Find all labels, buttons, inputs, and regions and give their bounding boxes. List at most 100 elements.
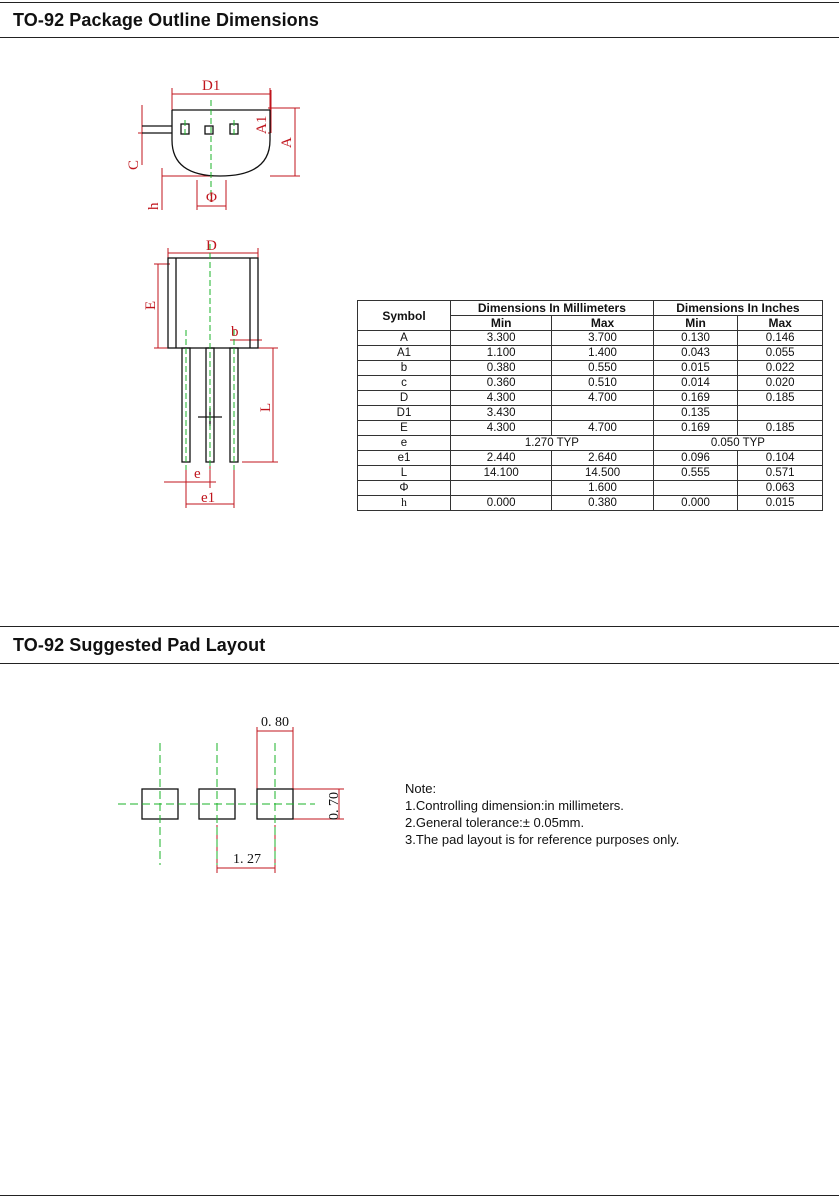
cell-in-max: 0.022 — [737, 360, 823, 376]
cell-symbol: Φ — [357, 480, 451, 496]
header-inch: Dimensions In Inches — [652, 300, 824, 316]
cell-in-max: 0.146 — [737, 330, 823, 346]
table-row: e1 2.440 2.640 0.096 0.104 — [357, 450, 823, 466]
label-l: L — [258, 403, 274, 412]
cell-in-max: 0.104 — [737, 450, 823, 466]
cell-symbol: e1 — [357, 450, 451, 466]
cell-in-max: 0.015 — [737, 495, 823, 511]
cell-in-min — [652, 480, 739, 496]
cell-mm-min: 14.100 — [449, 465, 553, 481]
cell-mm-min: 4.300 — [449, 420, 553, 436]
header-in-min: Min — [652, 315, 739, 331]
cell-mm-max: 0.510 — [551, 375, 654, 391]
label-d1: D1 — [202, 78, 220, 94]
cell-in-min: 0.130 — [652, 330, 739, 346]
cell-mm-max: 0.380 — [551, 495, 654, 511]
table-row: D1 3.430 0.135 — [357, 405, 823, 421]
header-in-max: Max — [737, 315, 823, 331]
cell-mm-min: 4.300 — [449, 390, 553, 406]
cell-mm-max: 3.700 — [551, 330, 654, 346]
cell-symbol: L — [357, 465, 451, 481]
note-item: 1.Controlling dimension:in millimeters. — [405, 798, 624, 813]
cell-mm-min: 0.380 — [449, 360, 553, 376]
cell-mm-max: 2.640 — [551, 450, 654, 466]
cell-in-min: 0.096 — [652, 450, 739, 466]
label-e1: e1 — [201, 490, 215, 506]
label-e-upper: E — [143, 301, 159, 310]
cell-mm-min: 3.300 — [449, 330, 553, 346]
label-phi: Φ — [206, 190, 217, 206]
cell-in-max: 0.020 — [737, 375, 823, 391]
cell-mm-min — [449, 480, 553, 496]
cell-in-max: 0.571 — [737, 465, 823, 481]
cell-in-max: 0.055 — [737, 345, 823, 361]
table-row: D 4.300 4.700 0.169 0.185 — [357, 390, 823, 406]
cell-in-min: 0.000 — [652, 495, 739, 511]
header-mm-max: Max — [551, 315, 654, 331]
pitch-label: 1. 27 — [233, 852, 261, 867]
top-rule-pad-layout — [0, 626, 839, 627]
cell-symbol: D1 — [357, 405, 451, 421]
cell-symbol: h — [357, 495, 451, 511]
table-row: e 1.270 TYP 0.050 TYP — [357, 435, 824, 451]
cell-mm-max: 0.550 — [551, 360, 654, 376]
dimensions-table: Symbol Dimensions In Millimeters Dimensi… — [357, 300, 824, 511]
cell-mm-max: 4.700 — [551, 390, 654, 406]
note-item: 3.The pad layout is for reference purpos… — [405, 832, 680, 847]
cell-in-min: 0.555 — [652, 465, 739, 481]
cell-mm-min: 0.000 — [449, 495, 553, 511]
label-b: b — [231, 324, 239, 340]
header-mm-min: Min — [449, 315, 553, 331]
table-row: b 0.380 0.550 0.015 0.022 — [357, 360, 823, 376]
table-row: Φ 1.600 0.063 — [357, 480, 823, 496]
table-header-row: Symbol Dimensions In Millimeters Dimensi… — [357, 300, 824, 331]
table-row: L 14.100 14.500 0.555 0.571 — [357, 465, 823, 481]
cell-mm-min: 2.440 — [449, 450, 553, 466]
cell-symbol: D — [357, 390, 451, 406]
notes-title: Note: — [405, 781, 437, 796]
cell-mm-min: 3.430 — [449, 405, 553, 421]
table-row: E 4.300 4.700 0.169 0.185 — [357, 420, 823, 436]
label-d: D — [206, 238, 217, 254]
header-symbol: Symbol — [357, 300, 451, 331]
pad-layout-drawing: 0. 80 1. 27 0. 70 — [118, 715, 344, 873]
cell-mm-max: 1.400 — [551, 345, 654, 361]
label-h: h — [146, 202, 162, 210]
header-rule-outline — [0, 37, 839, 38]
table-row: h 0.000 0.380 0.000 0.015 — [357, 495, 823, 511]
cell-mm-max: 1.600 — [551, 480, 654, 496]
pad-height-label: 0. 70 — [327, 792, 342, 820]
cell-mm-max: 14.500 — [551, 465, 654, 481]
label-e: e — [194, 466, 201, 482]
cell-in-min: 0.043 — [652, 345, 739, 361]
cell-mm-max: 4.700 — [551, 420, 654, 436]
bottom-rule — [0, 1195, 839, 1196]
table-row: A1 1.100 1.400 0.043 0.055 — [357, 345, 823, 361]
cell-in-min: 0.169 — [652, 420, 739, 436]
cell-mm-min: 0.360 — [449, 375, 553, 391]
notes-block: Note: 1.Controlling dimension:in millime… — [405, 780, 679, 848]
label-a: A — [279, 137, 295, 148]
label-c: C — [126, 160, 142, 170]
cell-in-max: 0.185 — [737, 390, 823, 406]
section-title-outline: TO-92 Package Outline Dimensions — [13, 10, 319, 30]
cell-in-min: 0.015 — [652, 360, 739, 376]
cell-in-min: 0.135 — [652, 405, 739, 421]
table-row: c 0.360 0.510 0.014 0.020 — [357, 375, 823, 391]
cell-symbol: b — [357, 360, 451, 376]
cell-in-max — [737, 405, 823, 421]
header-mm: Dimensions In Millimeters — [450, 300, 654, 316]
top-rule — [0, 2, 839, 3]
section-title-pad-layout: TO-92 Suggested Pad Layout — [13, 635, 266, 655]
side-view-drawing: D b e e1 E L — [143, 238, 278, 508]
cell-in-typ: 0.050 TYP — [652, 435, 824, 451]
pad-width-label: 0. 80 — [261, 715, 289, 730]
table-subheader-row: Min Max Min Max — [358, 315, 823, 331]
cell-mm-min: 1.100 — [449, 345, 553, 361]
cell-mm-max — [551, 405, 654, 421]
cell-symbol: e — [357, 435, 451, 451]
cell-in-min: 0.014 — [652, 375, 739, 391]
cell-mm-typ: 1.270 TYP — [450, 435, 654, 451]
cell-symbol: E — [357, 420, 451, 436]
label-a1: A1 — [254, 116, 270, 134]
